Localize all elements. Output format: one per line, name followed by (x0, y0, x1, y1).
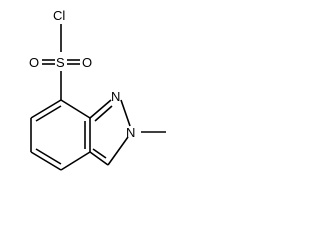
bond-c5-c4-inner (35, 148, 62, 165)
bond-c7a-n1-inner (94, 105, 113, 122)
bond-c7-c6 (30, 99, 62, 119)
atom-cl-label: Cl (53, 8, 65, 23)
bond-c4-c3a (60, 151, 91, 171)
atom-n-top-label: N (111, 89, 120, 104)
atom-o-right-label: O (82, 55, 92, 70)
bond-c7-c6-inner (35, 105, 62, 122)
bond-c7a-n1 (89, 99, 112, 119)
bond-c3-c3a (89, 151, 109, 166)
atom-s-label: S (56, 55, 65, 70)
bond-c3-c3a-inner (92, 148, 107, 159)
chemical-structure: Cl S O O N N (29, 8, 166, 171)
bond-n2-c3 (107, 136, 129, 166)
bonds (30, 24, 166, 171)
bond-n1-n2 (120, 99, 131, 127)
atom-o-left-label: O (29, 55, 39, 70)
bond-c7a-c7 (60, 99, 91, 119)
bond-c5-c4 (30, 151, 62, 171)
atom-n-right-label: N (126, 125, 135, 140)
